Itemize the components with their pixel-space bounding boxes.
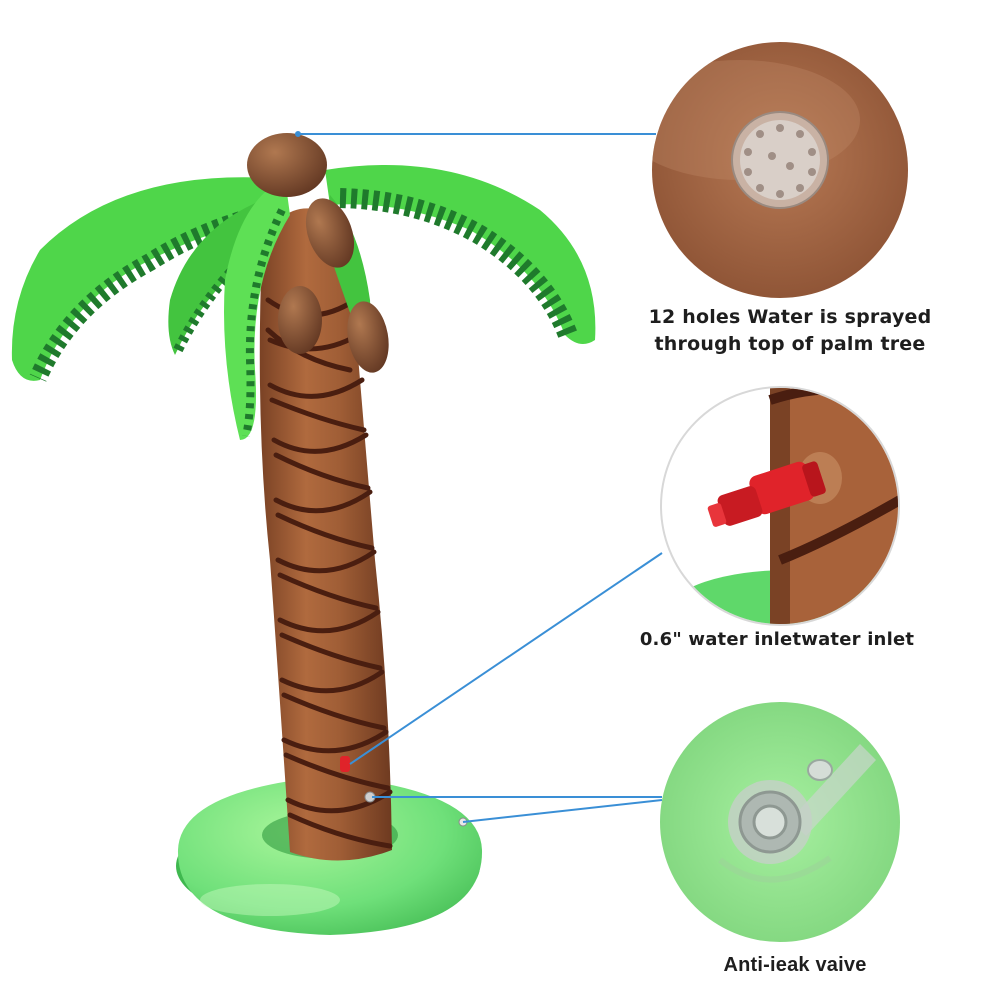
zoom-anti-leak-valve (660, 702, 900, 942)
zoom-spray-holes (652, 42, 908, 298)
callout-line-valve-2 (462, 799, 663, 823)
caption-water-inlet: 0.6" water inletwater inlet (639, 629, 915, 650)
callout-line-inlet (349, 552, 663, 765)
inlet-marker (340, 756, 350, 772)
red-inlet-fitting (707, 461, 826, 527)
palm-trunk (259, 208, 393, 861)
callout-lines (295, 131, 663, 823)
caption-spray-holes: 12 holes Water is sprayed through top of… (640, 304, 940, 358)
zoom-water-inlet (660, 386, 900, 626)
caption-anti-leak-valve: Anti-ieak vaive (723, 954, 867, 976)
caption-spray-holes-line2: through top of palm tree (654, 333, 926, 355)
caption-spray-holes-line1: 12 holes Water is sprayed (648, 306, 932, 328)
coconuts (247, 133, 389, 373)
